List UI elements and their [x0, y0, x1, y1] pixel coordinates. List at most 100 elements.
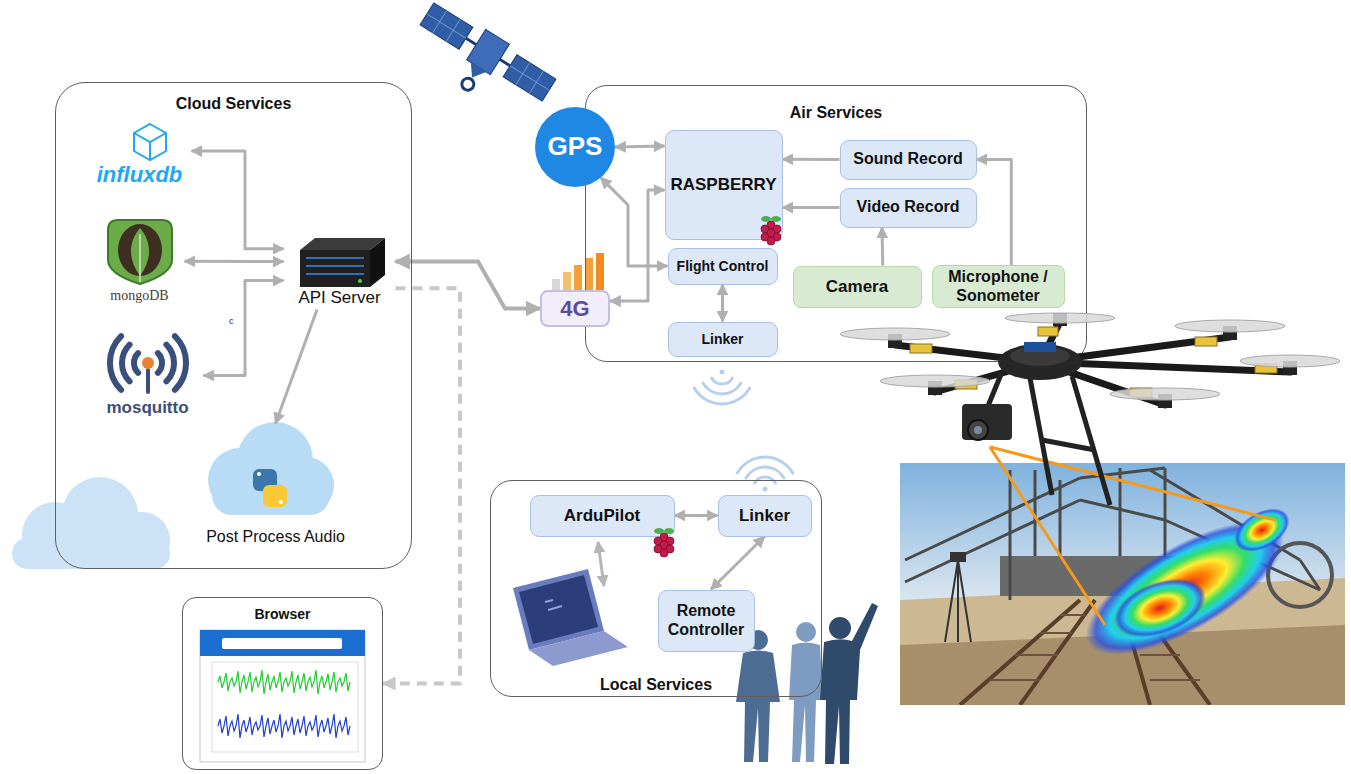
python-cloud-icon — [257, 472, 261, 476]
raspberry-logo — [666, 545, 674, 553]
laptop-icon — [529, 631, 628, 666]
python-cloud-icon — [263, 485, 287, 507]
process-box: Video Record — [840, 188, 977, 228]
camera-view-lines — [990, 447, 1275, 520]
mosquitto-logo — [146, 370, 150, 392]
laptop-icon — [545, 600, 562, 610]
process-box: Linker — [718, 495, 812, 537]
server-icon — [358, 279, 362, 283]
people-silhouette — [736, 603, 878, 764]
raspberry-logo — [654, 545, 662, 553]
laptop-link — [598, 542, 604, 586]
drone-illustration — [895, 322, 1290, 405]
mosquitto-logo — [122, 345, 130, 382]
mongodb-logo — [139, 234, 141, 282]
box-label: RASPBERRY — [670, 175, 776, 195]
connector-arrow — [783, 158, 840, 161]
box-label: Linker — [701, 331, 743, 347]
signal-bars — [552, 279, 560, 290]
connector-arrow — [601, 178, 668, 266]
logo-node: influxdb — [88, 126, 192, 190]
box-label: GPS — [548, 132, 603, 162]
drone-illustration — [928, 381, 942, 395]
mosquitto-logo — [166, 345, 174, 382]
drone-illustration — [988, 372, 1002, 406]
raspberry-logo — [761, 216, 781, 245]
wifi-symbol — [720, 370, 725, 375]
wifi-symbol — [712, 378, 733, 384]
drone-illustration — [880, 375, 990, 387]
satellite-icon — [420, 3, 556, 101]
connector-arrow — [383, 288, 460, 683]
raspberry-logo — [654, 528, 664, 534]
drone-illustration — [1038, 327, 1058, 336]
service-group-box: Local ServicesArduPilotLinkerRemote Cont… — [490, 480, 822, 697]
server-icon — [370, 238, 385, 287]
camera-view-lines — [990, 447, 1275, 625]
wifi-symbol — [694, 388, 749, 404]
process-box: Linker — [668, 322, 778, 357]
drone-illustration — [1030, 376, 1110, 505]
box-label: Sound Record — [853, 150, 962, 168]
drone-illustration — [910, 344, 932, 353]
gps-circle: GPS — [535, 107, 615, 187]
mosquitto-logo — [110, 336, 186, 392]
people-silhouette — [829, 617, 851, 639]
python-cloud-icon — [208, 422, 334, 515]
signal-bars — [552, 253, 604, 290]
logo-label: mongoDB — [95, 288, 185, 304]
satellite-icon — [460, 76, 477, 93]
mine-photo — [900, 463, 1345, 705]
server-icon — [306, 258, 364, 274]
connector-arrow — [615, 146, 665, 147]
drone-illustration — [910, 327, 1277, 397]
raspberry-logo — [654, 537, 662, 545]
signal-bars — [596, 253, 604, 290]
logo-label: mosquitto — [92, 398, 204, 418]
wifi-symbol — [694, 370, 749, 404]
browser-window — [212, 662, 358, 752]
cloud-shape — [12, 477, 170, 569]
group-title: Browser — [183, 606, 382, 622]
box-label: 4G — [560, 296, 589, 321]
drone-illustration — [1030, 378, 1052, 495]
server-icon — [300, 238, 385, 250]
logo-node: mosquitto — [92, 332, 204, 420]
mongodb-logo — [108, 220, 172, 284]
service-group-box: Browser — [182, 597, 383, 770]
logo-label: API Server — [284, 288, 396, 308]
camera-view-lines — [990, 447, 1105, 625]
browser-window — [200, 630, 365, 762]
mine-photo — [945, 560, 971, 642]
process-box: RASPBERRY — [665, 130, 783, 240]
drone-illustration — [1040, 362, 1165, 405]
drone-illustration — [935, 362, 1040, 392]
box-label: Linker — [739, 506, 790, 526]
people-silhouette — [820, 603, 878, 764]
mosquitto-logo — [175, 336, 186, 390]
people-silhouette — [789, 643, 823, 763]
drone-illustration — [840, 328, 950, 340]
group-title: Air Services — [586, 104, 1086, 122]
drone-illustration — [1223, 326, 1237, 340]
cloud-shape — [12, 538, 170, 569]
raspberry-logo — [767, 221, 775, 229]
mongodb-logo — [108, 220, 172, 284]
server-icon — [300, 250, 370, 287]
raspberry-logo — [660, 533, 668, 541]
mine-photo — [900, 463, 1345, 705]
mine-photo — [1035, 468, 1120, 556]
drone-illustration — [1175, 320, 1285, 332]
drone-illustration — [968, 420, 988, 440]
wifi-symbol — [737, 457, 792, 473]
satellite-icon — [404, 0, 559, 127]
mine-photo — [945, 560, 971, 642]
sensor-box: Camera — [793, 266, 922, 308]
drone-illustration — [1040, 337, 1230, 362]
network-badge: 4G — [540, 290, 610, 327]
raspberry-logo — [767, 229, 775, 237]
influxdb-logo — [134, 124, 166, 160]
drone-illustration — [1042, 440, 1095, 450]
